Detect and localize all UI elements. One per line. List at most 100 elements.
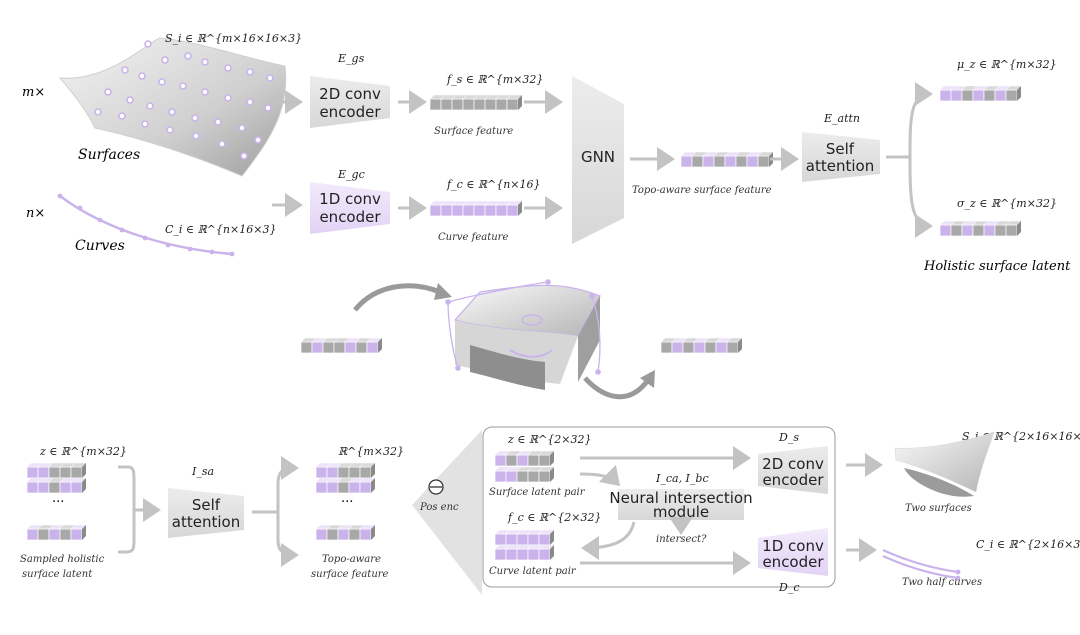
token-cell [680, 155, 693, 168]
token-cell [494, 454, 507, 467]
sample-point [161, 56, 169, 64]
surface-feature-label: Surface feature [434, 126, 513, 137]
token-cell [757, 155, 770, 168]
token-cell [939, 224, 952, 237]
sample-point [184, 52, 192, 60]
token-cell [527, 548, 540, 561]
token-row-side [550, 530, 554, 545]
token-cell [494, 533, 507, 546]
token-row-side [371, 463, 375, 478]
token-cell [355, 341, 368, 354]
pos-enc-funnel [412, 430, 482, 595]
curves-label: Curves [75, 238, 125, 254]
curved-arrow-in [353, 283, 441, 312]
token-cell [994, 224, 1007, 237]
sample-point [191, 114, 199, 122]
sample-point [192, 132, 200, 140]
r-tokens-top2 [315, 477, 376, 494]
egs-2d-conv-encoder [310, 76, 390, 128]
token-cell [527, 533, 540, 546]
token-row-side [82, 478, 86, 493]
surface-shape-label: S_i ∈ ℝ^{m×16×16×3} [165, 32, 302, 45]
egs-module-line2: encoder [319, 103, 381, 121]
token-cell [440, 204, 453, 217]
isa-symbol: I_sa [191, 465, 214, 478]
fc-shape-label: f_c ∈ ℝ^{n×16} [446, 178, 541, 191]
egc-module-line2: encoder [319, 208, 381, 226]
token-cell [484, 204, 497, 217]
surface-sample-points [94, 40, 274, 160]
token-cell [337, 466, 350, 479]
z-tokens-top2 [26, 477, 87, 494]
token-row-side [518, 95, 522, 110]
token-cell [311, 341, 324, 354]
token-cell [693, 341, 706, 354]
two-half-curves-illustration [882, 548, 961, 581]
token-cell [473, 98, 486, 111]
sample-point [146, 102, 154, 110]
z-tokens-top [26, 462, 87, 479]
sample-point [238, 124, 246, 132]
token-cell [505, 548, 518, 561]
sample-point [214, 118, 222, 126]
sampled-latent-line1: Sampled holistic [20, 554, 105, 565]
middle-token-left [300, 337, 383, 354]
token-cell [516, 454, 529, 467]
token-cell [326, 466, 339, 479]
token-cell [451, 204, 464, 217]
token-row-side [550, 451, 554, 466]
token-cell [972, 224, 985, 237]
token-row-side [378, 338, 382, 353]
token-cell [70, 481, 83, 494]
sample-point [218, 140, 226, 148]
token-cell [691, 155, 704, 168]
topo-feature-label: Topo-aware surface feature [632, 185, 772, 196]
token-row-side [82, 463, 86, 478]
sample-point [121, 66, 129, 74]
sample-point [104, 88, 112, 96]
dc-module-line1: 1D conv [762, 537, 824, 555]
token-cell [359, 528, 372, 541]
token-cell [950, 89, 963, 102]
token-row-side [550, 467, 554, 482]
token-cell [527, 470, 540, 483]
token-cell [37, 466, 50, 479]
mu-shape-label: μ_z ∈ ℝ^{m×32} [957, 58, 1057, 71]
token-cell [516, 533, 529, 546]
curve-feature-tokens [429, 200, 523, 217]
token-cell [37, 528, 50, 541]
token-cell [440, 98, 453, 111]
surfaces-label: Surfaces [78, 147, 140, 163]
curve-point [119, 227, 125, 233]
sample-point [254, 136, 262, 144]
pos-enc-symbol [428, 479, 444, 495]
holistic-latent-label: Holistic surface latent [923, 259, 1071, 274]
isa-module-line2: attention [172, 513, 240, 531]
pair-z-shape: z ∈ ℝ^{2×32} [507, 433, 592, 446]
token-cell [315, 466, 328, 479]
token-cell [495, 98, 508, 111]
sample-point [126, 96, 134, 104]
sample-point [158, 78, 166, 86]
sample-point [201, 88, 209, 96]
token-cell [505, 454, 518, 467]
token-cell [516, 470, 529, 483]
surface-feature-tokens [429, 94, 523, 111]
sample-point [166, 126, 174, 134]
sigma-tokens [939, 220, 1022, 237]
ds-symbol: D_s [778, 431, 799, 444]
token-cell [366, 341, 379, 354]
token-cell [538, 454, 551, 467]
r-shape-label: ℝ^{m×32} [338, 445, 404, 458]
eattn-symbol: E_attn [823, 112, 860, 125]
token-row-side [1017, 221, 1021, 236]
token-row-side [738, 338, 742, 353]
sample-point [240, 152, 248, 160]
token-cell [48, 528, 61, 541]
sample-point [141, 120, 149, 128]
gnn-label: GNN [581, 148, 615, 166]
token-cell [359, 481, 372, 494]
fs-shape-label: f_s ∈ ℝ^{m×32} [446, 73, 543, 86]
token-cell [70, 466, 83, 479]
token-cell [26, 481, 39, 494]
